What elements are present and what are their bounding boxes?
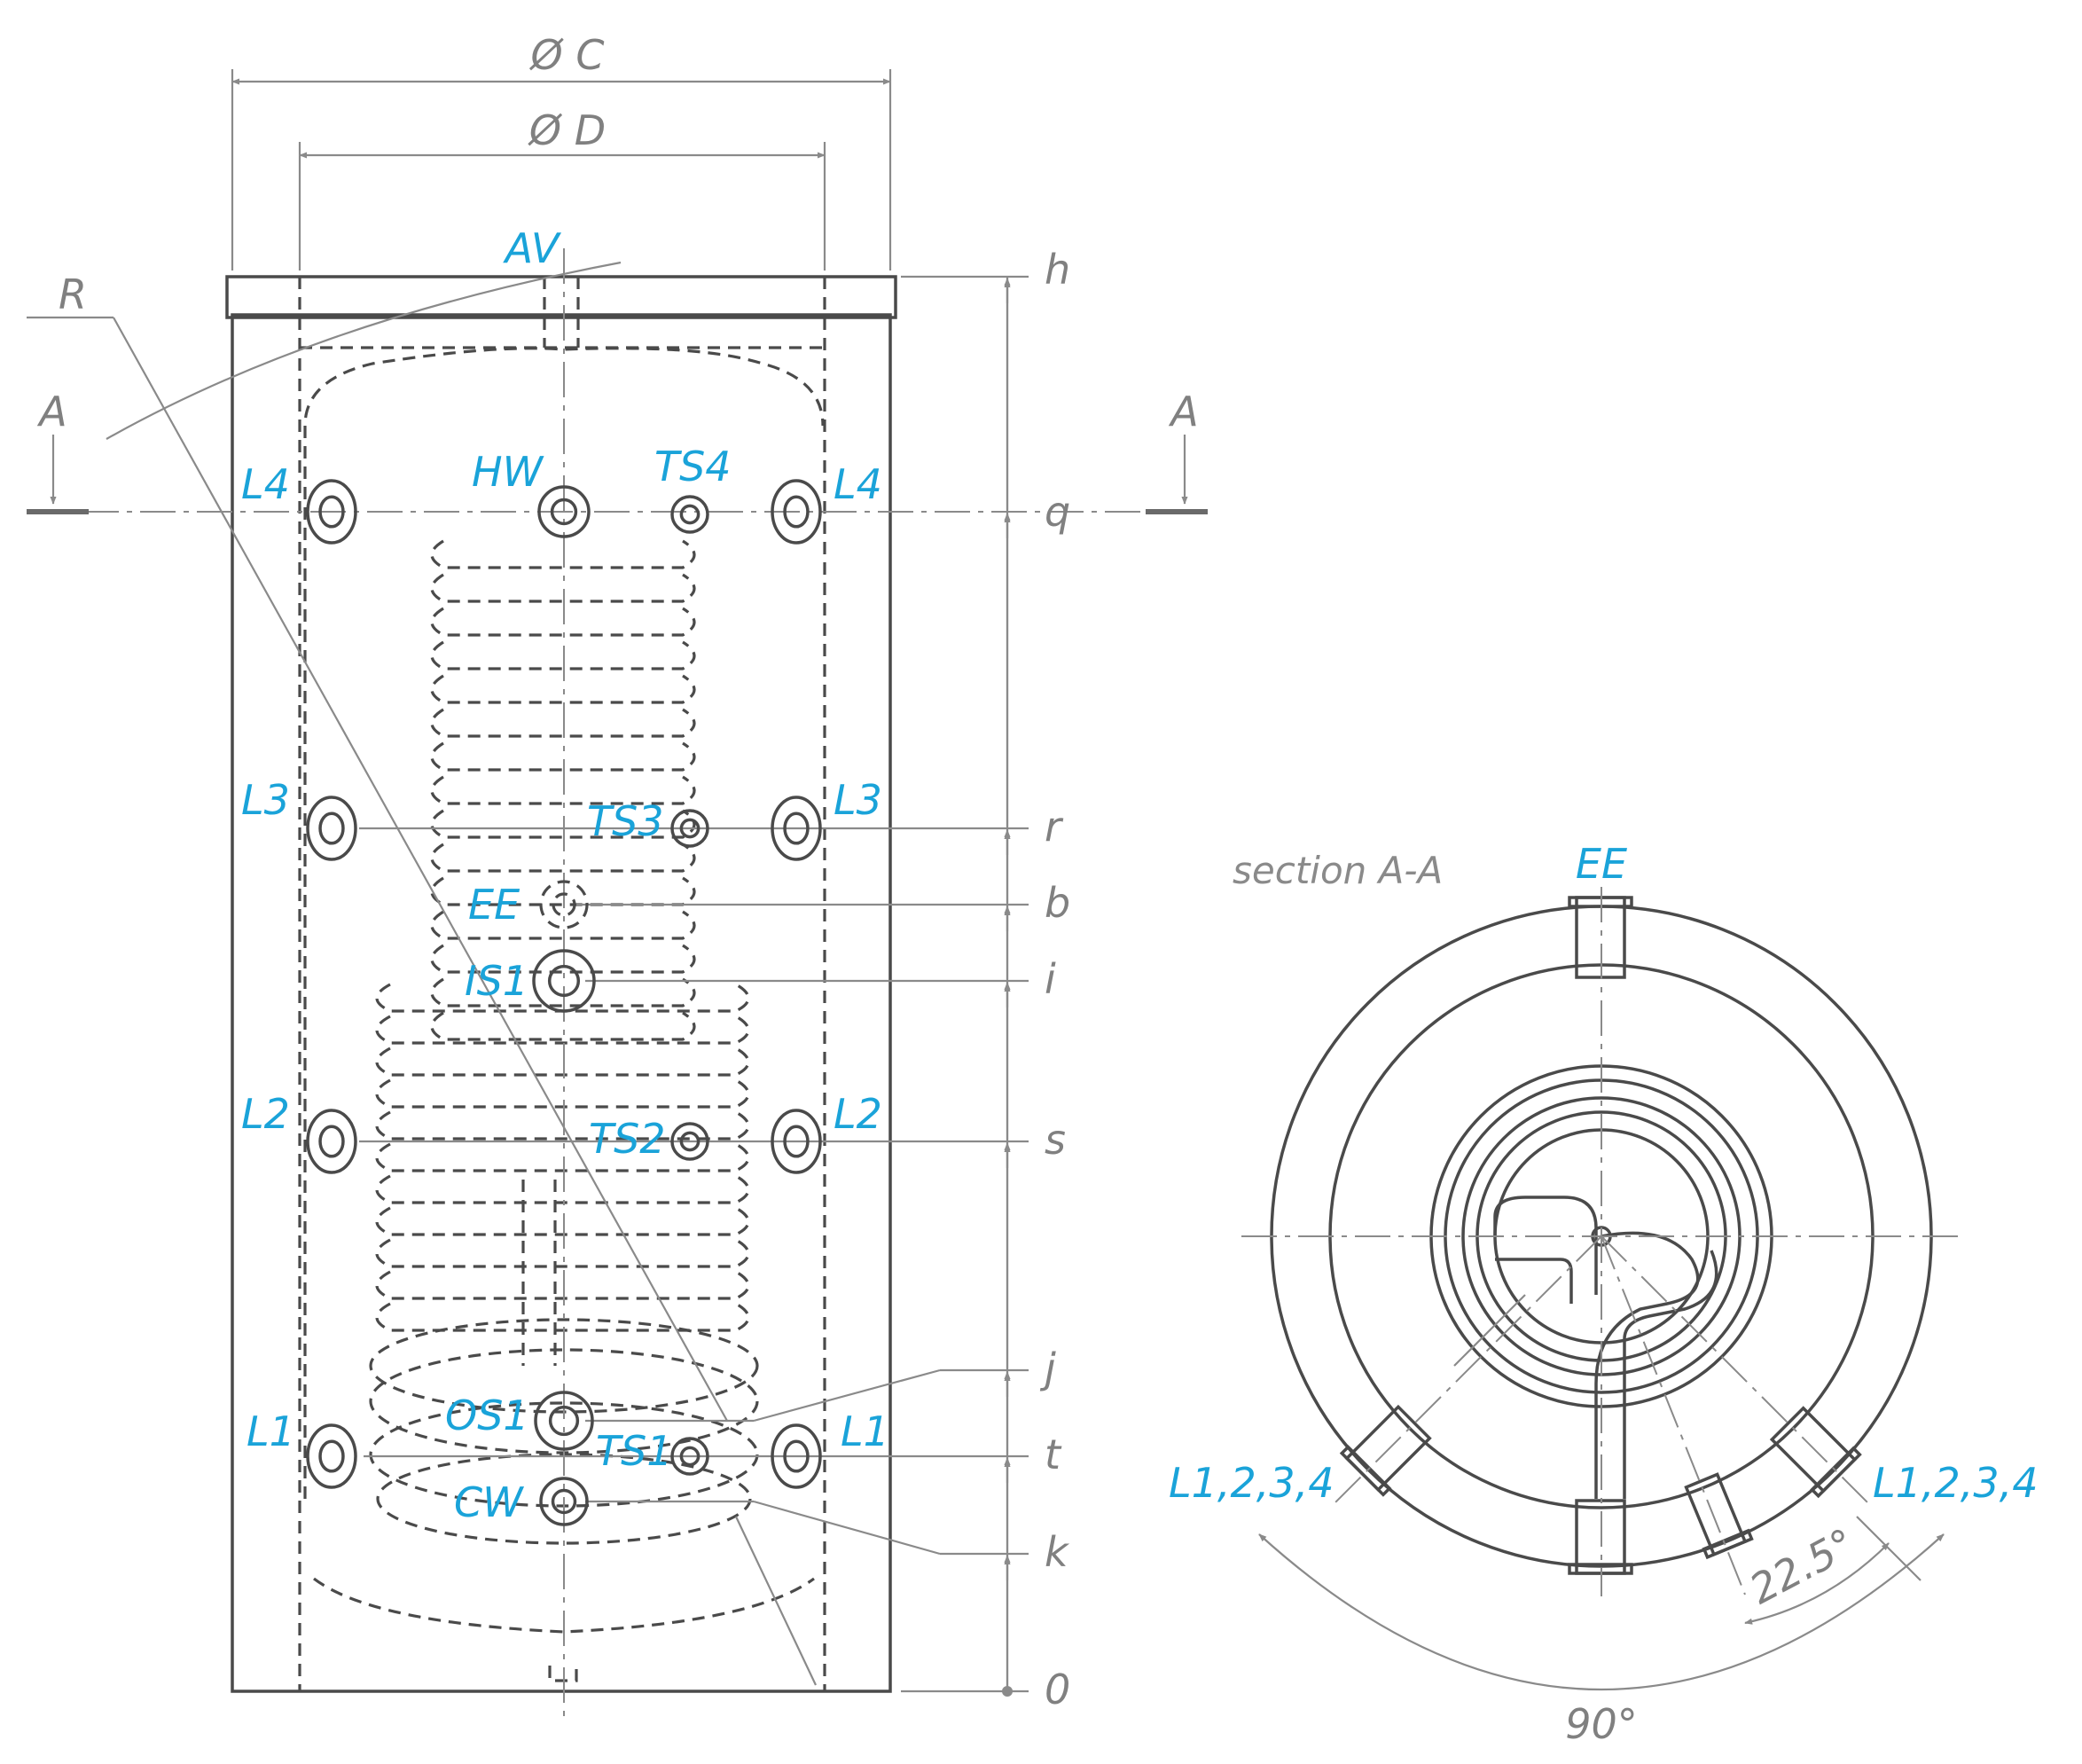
label-ts4: TS4 [654,443,732,490]
socket-os1 [534,1391,594,1451]
socket-ts4 [670,495,709,534]
level-h: h [1045,246,1070,294]
label-os1: OS1 [445,1392,529,1439]
socket-ts3 [670,809,709,848]
dim-d-label: Ø D [528,106,606,154]
level-leaders [27,261,1029,1693]
tank-lid [225,275,897,319]
label-l3-left: L3 [241,776,290,824]
insulation-jacket [231,313,892,1693]
socket-cw [539,1477,589,1526]
top-dimensions: Ø C Ø D [231,31,892,270]
socket-l3-right [771,796,822,861]
section-label-ee: EE [1576,840,1627,888]
socket-l1-right [771,1423,822,1489]
label-l3-right: L3 [834,776,882,824]
level-q: q [1045,488,1070,536]
section-angle-rays [1329,1235,1874,1595]
label-is1: IS1 [465,957,528,1005]
label-l1-left: L1 [247,1407,295,1455]
label-cw: CW [454,1478,524,1526]
front-view [27,248,1153,1716]
height-dimension-chain [1002,277,1013,1697]
coil-return-pipe [521,1180,557,1366]
label-l4-right: L4 [834,460,882,508]
label-ee: EE [468,881,520,929]
section-markers: A A [27,388,1208,514]
label-av: AV [503,224,562,272]
inner-tank [300,330,825,1612]
label-r: R [59,270,87,318]
level-i: i [1045,955,1056,1003]
level-r: r [1045,803,1064,851]
inner-tank-bottom [313,1577,815,1634]
connection-labels: L4 L4 L3 L3 L2 L2 L1 L1 HW TS4 TS3 EE IS… [241,443,889,1526]
socket-ee [539,880,589,929]
datum-point [1002,1686,1013,1697]
section-a-left: A [36,388,67,435]
socket-l1-left [306,1423,357,1489]
socket-l2-left [306,1109,357,1174]
socket-ee-inner [552,892,576,917]
angle-large-label: 90° [1565,1700,1638,1748]
socket-ts1 [670,1437,709,1476]
section-title: section A-A [1233,849,1443,892]
label-ts3: TS3 [587,797,664,845]
socket-l2-right [771,1109,822,1174]
level-zero: 0 [1045,1666,1070,1713]
lower-coil-loop [375,1110,750,1141]
angle-22-arc [1744,1542,1890,1625]
level-k: k [1045,1528,1070,1576]
label-l2-left: L2 [241,1090,290,1138]
inner-tank-outline [303,347,825,1499]
socket-is1 [532,949,596,1013]
label-ts2: TS2 [589,1115,666,1163]
level-s: s [1045,1116,1066,1164]
label-l4-left: L4 [241,460,290,508]
connection-sockets [306,479,822,1526]
level-b: b [1045,879,1070,927]
section-ports-right: L1,2,3,4 [1873,1459,2039,1507]
socket-l4-left [306,479,357,545]
socket-l4-right [771,479,822,545]
socket-hw [537,485,591,538]
level-j: j [1039,1345,1056,1392]
label-hw: HW [472,448,544,496]
level-labels: h q r b i s j t k 0 [1039,246,1070,1713]
socket-ts2 [670,1122,709,1161]
angle-22-ext [1856,1516,1922,1581]
label-l2-right: L2 [834,1090,882,1138]
label-l1-right: L1 [841,1407,889,1455]
section-view: section A-A EE [1169,840,2039,1748]
angle-small-label: 22.5° [1742,1519,1862,1614]
lower-coil-loop [375,1238,750,1268]
level-t: t [1045,1431,1062,1478]
dim-c-label: Ø C [529,31,605,79]
section-a-right: A [1168,388,1198,435]
label-ts1: TS1 [596,1427,673,1475]
section-ports-left: L1,2,3,4 [1169,1459,1335,1507]
socket-l3-left [306,796,357,861]
